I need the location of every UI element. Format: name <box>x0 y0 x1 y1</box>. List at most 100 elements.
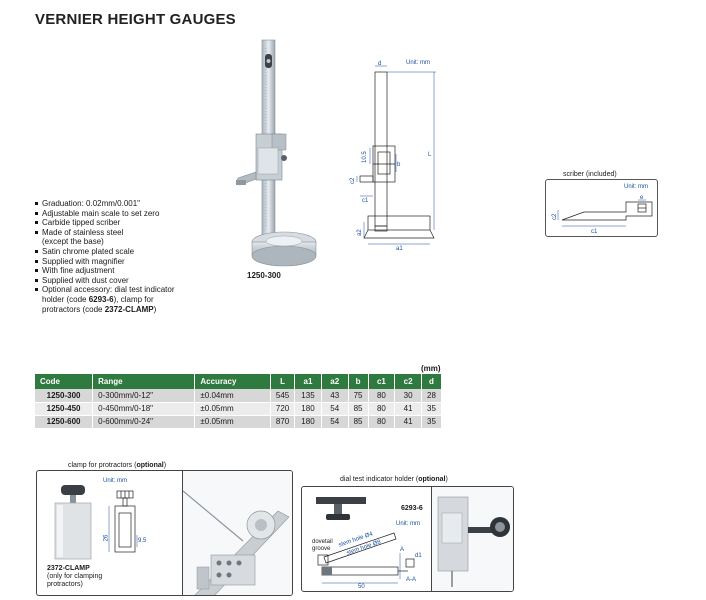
dim-d1-label: d1 <box>415 553 422 559</box>
page-title: VERNIER HEIGHT GAUGES <box>35 11 236 28</box>
cell-L: 720 <box>270 402 296 416</box>
cell-range: 0-300mm/0-12" <box>92 389 196 403</box>
cell-code: 1250-600 <box>35 415 94 429</box>
clamp-drawing <box>54 485 138 560</box>
drawing-unit-label: Unit: mm <box>406 60 430 66</box>
cell-c2: 41 <box>394 415 422 429</box>
dim-L-label: L <box>428 152 432 158</box>
dial-holder-drawing <box>316 497 415 584</box>
table-header-row: Code Range Accuracy L a1 a2 b c1 c2 d <box>35 374 443 389</box>
panel-divider <box>431 487 432 591</box>
col-header-c2: c2 <box>394 374 422 389</box>
cell-c2: 41 <box>394 402 422 416</box>
dial-holder-title: dial test indicator holder (optional) <box>340 476 448 483</box>
feature-list: Graduation: 0.02mm/0.001" Adjustable mai… <box>35 199 225 314</box>
feature-item-continued: holder (code 6293-6), clamp for <box>42 294 154 304</box>
col-header-a1: a1 <box>294 374 322 389</box>
col-header-L: L <box>270 374 296 389</box>
cell-a2: 54 <box>321 402 349 416</box>
dial-dim-50: 50 <box>358 584 365 590</box>
feature-item: Made of stainless steel <box>35 228 225 238</box>
feature-item: Optional accessory: dial test indicator <box>35 285 225 295</box>
dim-a2-label: a2 <box>357 229 363 236</box>
dial-holder-usage-photo <box>432 487 513 591</box>
cell-d: 35 <box>421 402 443 416</box>
clamp-dim-9-5: 9.5 <box>138 538 147 544</box>
cell-range: 0-450mm/0-18" <box>92 402 196 416</box>
cell-c1: 80 <box>368 415 396 429</box>
feature-item: Carbide tipped scriber <box>35 218 225 228</box>
scriber-drawing: c2 c1 e <box>552 195 653 235</box>
cell-code: 1250-450 <box>35 402 94 416</box>
photo-caption: 1250-300 <box>247 271 281 280</box>
feature-item: Supplied with dust cover <box>35 276 225 286</box>
cell-d: 28 <box>421 389 443 403</box>
dim-a1-label: a1 <box>396 246 403 252</box>
dim-d-label: d <box>378 61 381 67</box>
clamp-panel: Unit: mm 26 9.5 2372-CLAMP (only for cla… <box>36 470 293 596</box>
cell-b: 85 <box>348 402 369 416</box>
clamp-title: clamp for protractors (optional) <box>68 462 167 469</box>
section-a-label: A <box>400 547 405 553</box>
table-unit-note: (mm) <box>421 364 441 373</box>
clamp-dim-26: 26 <box>103 534 110 542</box>
height-gauge-photo <box>235 39 317 267</box>
cell-a2: 43 <box>321 389 349 403</box>
cell-L: 545 <box>270 389 296 403</box>
col-header-code: Code <box>35 374 94 389</box>
clamp-code: 2372-CLAMP <box>47 565 90 572</box>
cell-c1: 80 <box>368 389 396 403</box>
panel-divider <box>182 471 183 595</box>
clamp-note: (only for clamping protractors) <box>47 573 103 588</box>
dim-10-5-label: 10.5 <box>362 151 368 163</box>
scriber-e-label: e <box>640 195 644 201</box>
dimension-drawing: d L b 10.5 c2 c1 a2 a1 <box>350 61 436 252</box>
scriber-c1-label: c1 <box>591 229 598 235</box>
scriber-unit-label: Unit: mm <box>624 184 648 190</box>
cell-a2: 54 <box>321 415 349 429</box>
scriber-title: scriber (included) <box>563 171 617 178</box>
section-aa-label: A-A <box>406 577 417 583</box>
cell-b: 75 <box>348 389 369 403</box>
cell-d: 35 <box>421 415 443 429</box>
cell-a1: 180 <box>294 415 322 429</box>
feature-item: Graduation: 0.02mm/0.001" <box>35 199 225 209</box>
cell-accuracy: ±0.05mm <box>194 415 272 429</box>
cell-a1: 180 <box>294 402 322 416</box>
dim-b-label: b <box>397 162 401 168</box>
dial-holder-panel: 6293-6 Unit: mm dovetail groove stem hol… <box>301 486 514 592</box>
dial-holder-code: 6293-6 <box>401 505 423 512</box>
feature-item: Supplied with magnifier <box>35 257 225 267</box>
dim-c1-label: c1 <box>362 198 369 204</box>
clamp-usage-photo <box>183 471 292 595</box>
dim-c2-label: c2 <box>350 177 356 184</box>
clamp-unit-label: Unit: mm <box>103 478 127 484</box>
cell-c2: 30 <box>394 389 422 403</box>
feature-item: Satin chrome plated scale <box>35 247 225 257</box>
cell-accuracy: ±0.04mm <box>194 389 272 403</box>
cell-L: 870 <box>270 415 296 429</box>
table-row: 1250-300 0-300mm/0-12" ±0.04mm 545 135 4… <box>35 389 443 403</box>
col-header-range: Range <box>92 374 196 389</box>
spec-table: Code Range Accuracy L a1 a2 b c1 c2 d 12… <box>35 374 443 429</box>
cell-accuracy: ±0.05mm <box>194 402 272 416</box>
feature-item-continued: protractors (code 2372-CLAMP) <box>42 304 157 314</box>
dial-holder-unit-label: Unit: mm <box>396 521 420 527</box>
col-header-c1: c1 <box>368 374 396 389</box>
feature-item-continued: (except the base) <box>42 237 104 247</box>
col-header-b: b <box>348 374 369 389</box>
cell-range: 0-600mm/0-24" <box>92 415 196 429</box>
col-header-d: d <box>421 374 443 389</box>
cell-b: 85 <box>348 415 369 429</box>
scriber-panel: Unit: mm c2 c1 e <box>545 179 658 237</box>
feature-item: With fine adjustment <box>35 266 225 276</box>
table-row: 1250-450 0-450mm/0-18" ±0.05mm 720 180 5… <box>35 402 443 416</box>
dovetail-label: dovetail groove <box>312 539 333 552</box>
cell-c1: 80 <box>368 402 396 416</box>
cell-a1: 135 <box>294 389 322 403</box>
table-row: 1250-600 0-600mm/0-24" ±0.05mm 870 180 5… <box>35 415 443 429</box>
col-header-accuracy: Accuracy <box>194 374 272 389</box>
feature-item: Adjustable main scale to set zero <box>35 209 225 219</box>
cell-code: 1250-300 <box>35 389 94 403</box>
col-header-a2: a2 <box>321 374 349 389</box>
